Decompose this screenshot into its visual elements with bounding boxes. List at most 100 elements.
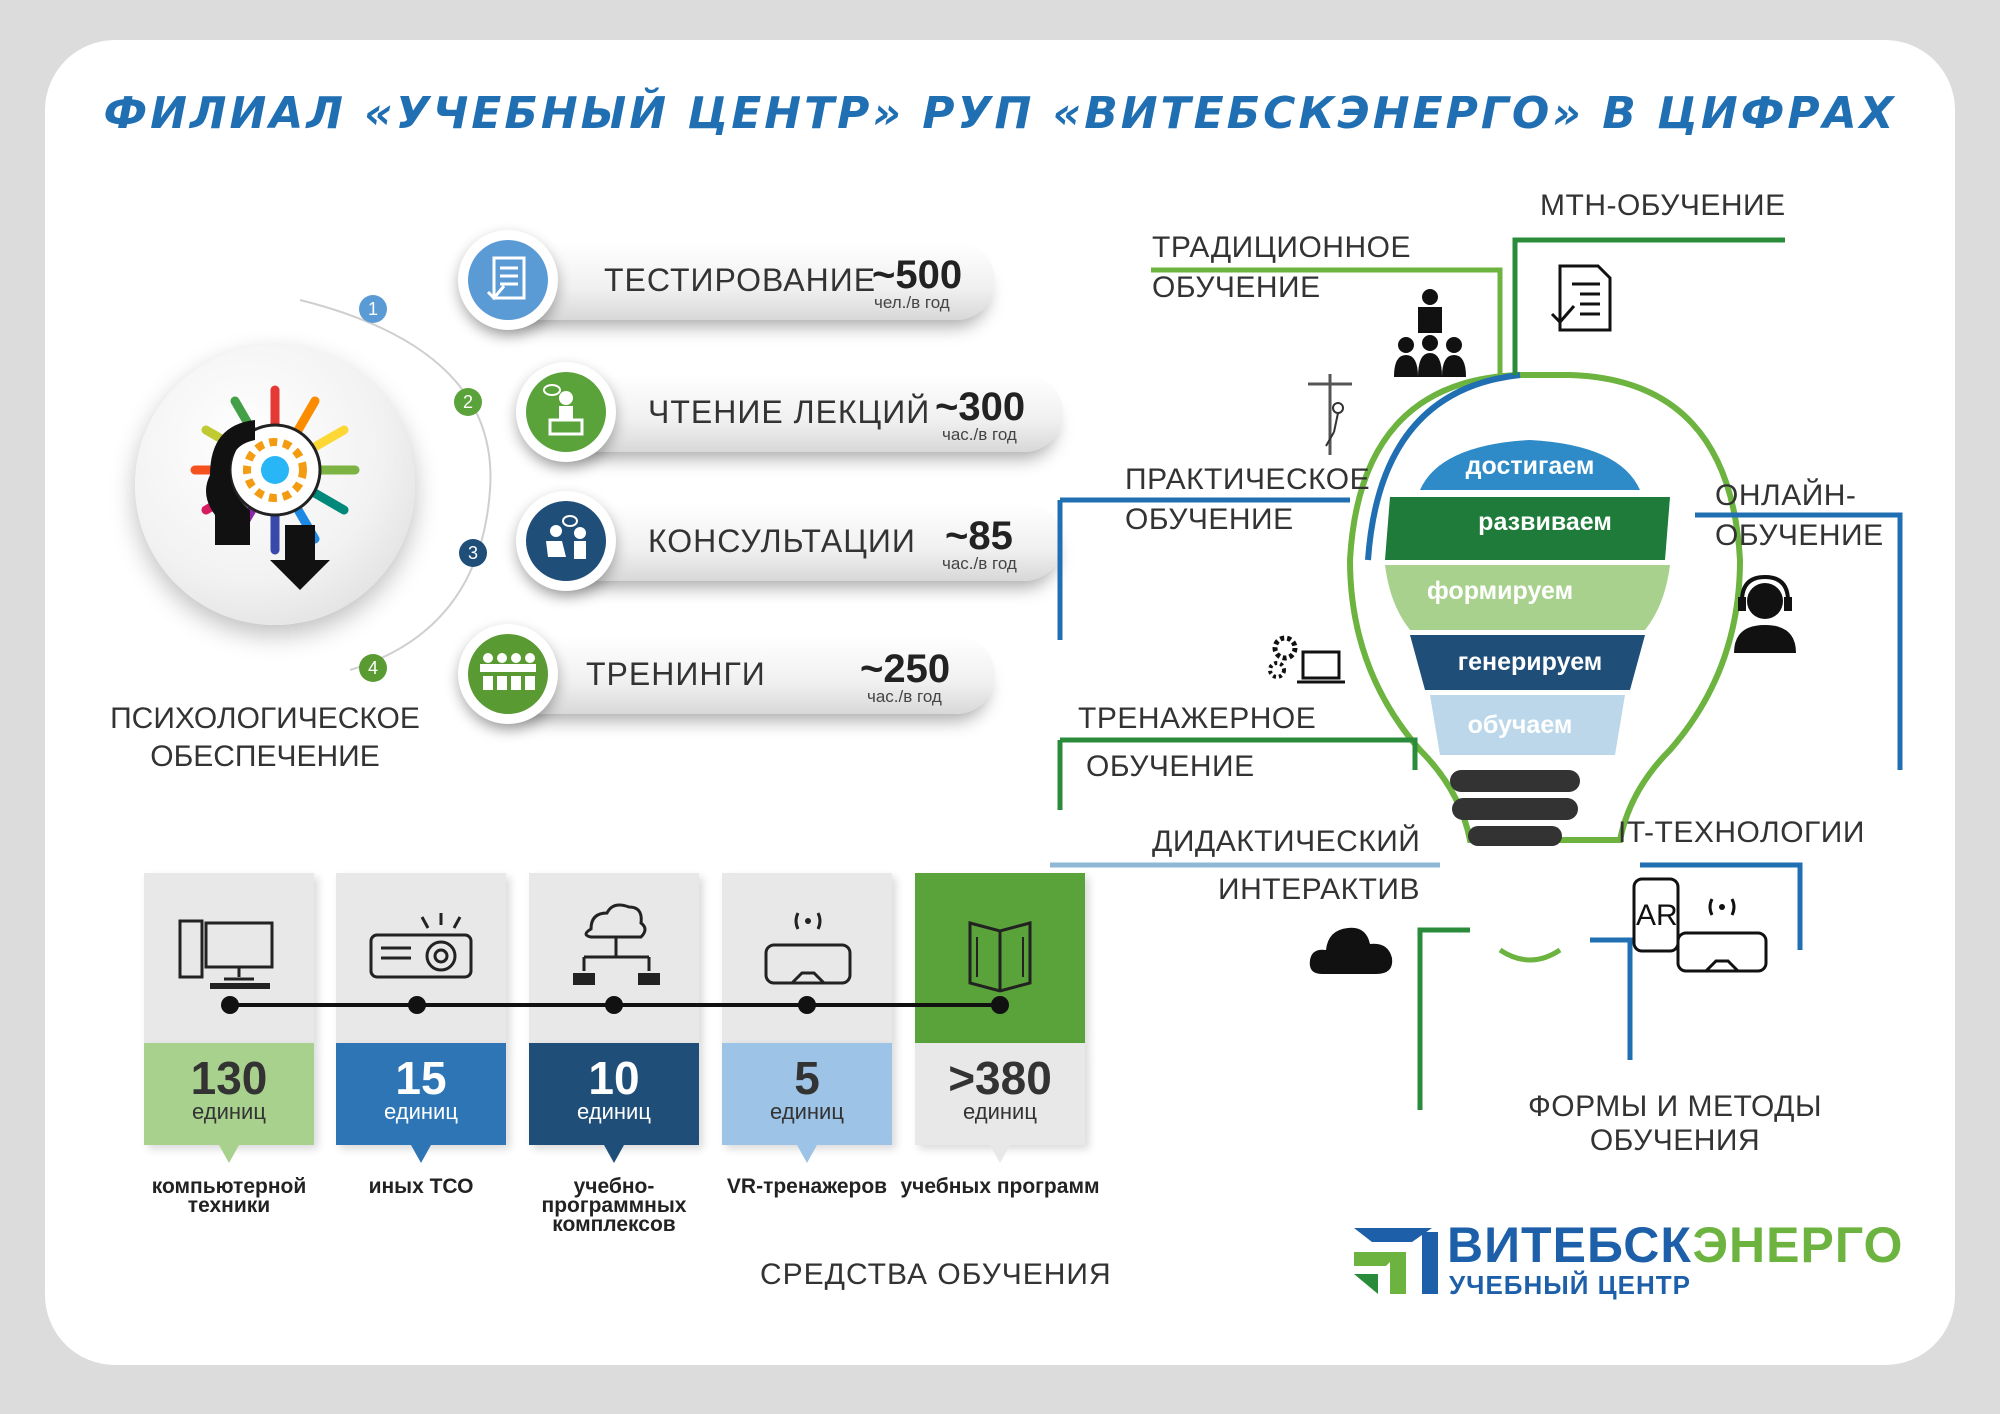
forms-didactic: ДИДАКТИЧЕСКИЙ ИНТЕРАКТИВ	[1152, 818, 1420, 914]
operator-headset-icon	[1734, 575, 1796, 653]
lineman-pole-icon	[1308, 374, 1352, 455]
projector-icon	[369, 913, 473, 979]
means-pointer	[219, 1145, 239, 1163]
forms-practical: ПРАКТИЧЕСКОЕ ОБУЧЕНИЕ	[1125, 460, 1370, 540]
label-line: ТРЕНАЖЕРНОЕ	[1078, 702, 1317, 735]
means-section-title: СРЕДСТВА ОБУЧЕНИЯ	[760, 1258, 1112, 1291]
lecturer-icon	[526, 372, 606, 452]
bulb-diagram	[1050, 237, 1903, 1110]
means-col-4: 5 единиц	[722, 873, 892, 1163]
psych-label-line1: ПСИХОЛОГИЧЕСКОЕ	[110, 702, 420, 735]
means-value-panel: 10 единиц	[529, 1043, 699, 1163]
means-pointer	[604, 1145, 624, 1163]
label-line: ИНТЕРАКТИВ	[1218, 873, 1420, 906]
means-icon-panel	[336, 873, 506, 1043]
means-pointer	[797, 1145, 817, 1163]
means-value-panel: >380 единиц	[915, 1043, 1085, 1163]
psych-item-label: ТЕСТИРОВАНИЕ	[604, 262, 877, 298]
psychology-emblem	[135, 345, 415, 625]
psych-icon-wrap-4	[458, 624, 558, 724]
consultation-icon	[526, 501, 606, 581]
psych-item-label: ЧТЕНИЕ ЛЕКЦИЙ	[648, 394, 931, 430]
means-value-panel: 130 единиц	[144, 1043, 314, 1163]
logo-subtitle: УЧЕБНЫЙ ЦЕНТР	[1449, 1270, 1691, 1300]
head-gears-icon	[190, 385, 360, 590]
document-check-icon	[468, 240, 548, 320]
step-number-4: 4	[359, 654, 387, 682]
label-line: ОБУЧЕНИЕ	[1125, 503, 1294, 536]
means-value: 5	[794, 1052, 820, 1104]
checklist-icon	[1550, 264, 1612, 332]
means-label: компьютерной техники	[151, 1175, 307, 1217]
psych-item-value: ~300	[935, 385, 1026, 429]
forms-trainer: ТРЕНАЖЕРНОЕ ОБУЧЕНИЕ	[1078, 695, 1316, 791]
forms-online: ОНЛАЙН- ОБУЧЕНИЕ	[1715, 476, 1884, 556]
vr-headset-icon	[764, 912, 852, 985]
label-line: ФОРМЫ И МЕТОДЫ	[1527, 1090, 1823, 1123]
means-unit: единиц	[384, 1099, 458, 1124]
ar-vr-icon: AR	[1632, 877, 1768, 973]
means-col-2: 15 единиц	[336, 873, 506, 1163]
psych-section-label: ПСИХОЛОГИЧЕСКОЕ ОБЕСПЕЧЕНИЕ	[85, 700, 445, 776]
psych-item-value: ~85	[945, 514, 1013, 558]
psych-item-consultations	[528, 503, 1063, 581]
book-icon	[968, 921, 1032, 993]
psych-icon-wrap-1	[458, 230, 558, 330]
psych-item-unit: час./в год	[942, 554, 1017, 573]
band-label: формируем	[1426, 577, 1574, 605]
means-pointer	[411, 1145, 431, 1163]
means-col-5: >380 единиц	[915, 873, 1085, 1163]
psych-item-unit: час./в год	[867, 687, 942, 706]
logo-name-part1: ВИТЕБСК	[1447, 1217, 1693, 1273]
forms-mtn: МТН-ОБУЧЕНИЕ	[1540, 189, 1786, 222]
step-number-2: 2	[454, 388, 482, 416]
step-number-3: 3	[459, 539, 487, 567]
label-line: ПРАКТИЧЕСКОЕ	[1125, 463, 1371, 496]
label-line: ОБУЧЕНИЕ	[1086, 750, 1255, 783]
means-label: иных ТСО	[368, 1175, 474, 1198]
forms-traditional: ТРАДИЦИОННОЕ ОБУЧЕНИЕ	[1152, 228, 1411, 308]
means-value: >380	[948, 1052, 1052, 1104]
psych-item-value: ~250	[860, 647, 951, 691]
means-label: VR-тренажеров	[726, 1175, 888, 1198]
logo-arrow-icon	[1354, 1228, 1438, 1294]
means-col-3: 10 единиц	[529, 873, 699, 1163]
psych-item-value: ~500	[872, 253, 963, 297]
means-pointer	[990, 1145, 1010, 1163]
logo-name: ВИТЕБСКЭНЕРГО	[1447, 1216, 1903, 1274]
cloud-icon	[1309, 927, 1393, 974]
forms-section-title: ФОРМЫ И МЕТОДЫ ОБУЧЕНИЯ	[1500, 1090, 1850, 1158]
band-label: достигаем	[1465, 452, 1595, 480]
means-value-panel: 5 единиц	[722, 1043, 892, 1163]
psych-label-line2: ОБЕСПЕЧЕНИЕ	[150, 740, 380, 773]
means-value: 130	[190, 1052, 268, 1104]
computer-icon	[178, 919, 274, 989]
means-unit: единиц	[963, 1099, 1037, 1124]
network-icon	[573, 903, 660, 985]
means-value: 15	[395, 1052, 447, 1104]
label-line: ТРАДИЦИОННОЕ	[1152, 231, 1411, 264]
means-value-panel: 15 единиц	[336, 1043, 506, 1163]
band-label: развиваем	[1478, 508, 1612, 536]
means-label: учебно-программных комплексов	[541, 1175, 687, 1236]
means-icon-panel	[529, 873, 699, 1043]
means-icon-panel	[915, 873, 1085, 1043]
forms-it: IT-ТЕХНОЛОГИИ	[1618, 816, 1865, 849]
means-value: 10	[588, 1052, 640, 1104]
means-icon-panel	[722, 873, 892, 1043]
psych-icon-wrap-2	[516, 362, 616, 462]
connector-arc	[299, 299, 492, 671]
ar-label: AR	[1636, 899, 1678, 932]
label-line: ОБУЧЕНИЕ	[1152, 271, 1321, 304]
logo-name-part2: ЭНЕРГО	[1692, 1217, 1904, 1273]
means-unit: единиц	[192, 1099, 266, 1124]
band-label: генерируем	[1457, 648, 1603, 676]
bulb-bands	[1385, 440, 1670, 755]
psych-item-unit: час./в год	[942, 425, 1017, 444]
psych-icon-wrap-3	[516, 491, 616, 591]
means-unit: единиц	[577, 1099, 651, 1124]
means-label: учебных программ	[900, 1175, 1100, 1198]
label-line: ОБУЧЕНИЯ	[1589, 1124, 1761, 1157]
means-icon-panel	[144, 873, 314, 1043]
gears-laptop-icon	[1268, 635, 1345, 684]
